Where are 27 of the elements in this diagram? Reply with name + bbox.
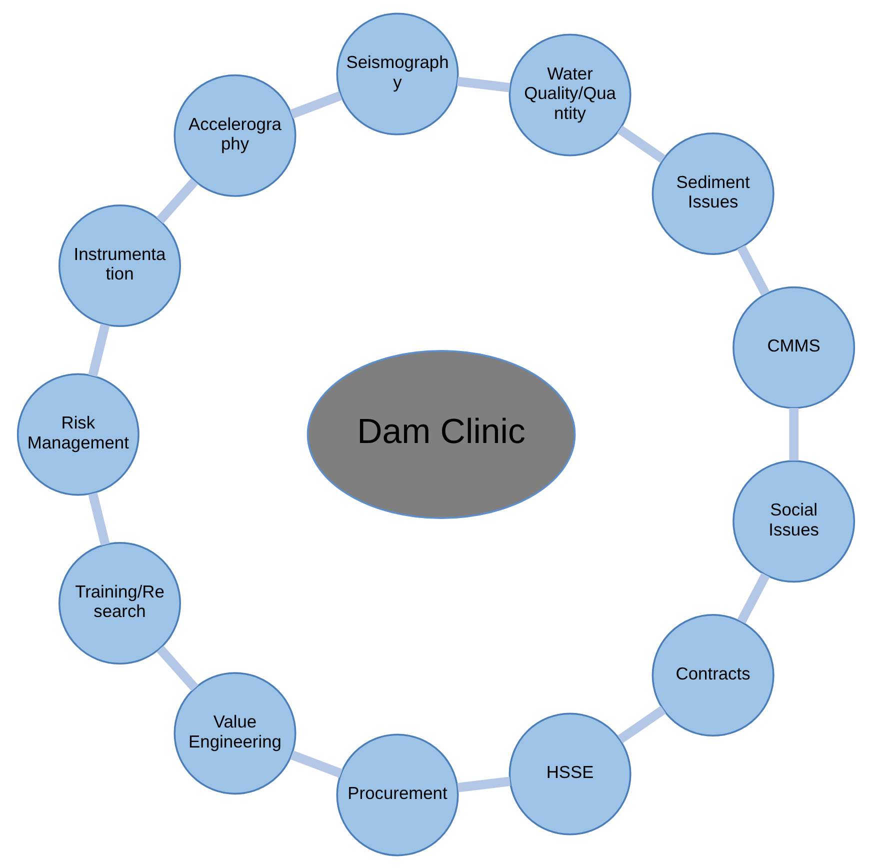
connector bbox=[88, 492, 110, 546]
node-circle: Risk Management bbox=[16, 372, 139, 496]
node-circle: CMMS bbox=[732, 286, 855, 408]
node-circle: Water Quality/Quantity bbox=[508, 33, 631, 156]
connector bbox=[736, 244, 770, 296]
node-circle: Sediment Issues bbox=[651, 132, 774, 254]
connector bbox=[88, 323, 110, 376]
connector bbox=[616, 125, 666, 163]
connector bbox=[788, 408, 798, 460]
connector bbox=[736, 572, 770, 624]
connector bbox=[456, 776, 510, 792]
connector bbox=[156, 645, 198, 691]
node-circle: Training/Research bbox=[58, 541, 181, 664]
node-circle: Contracts bbox=[651, 614, 774, 736]
node-circle: HSSE bbox=[508, 712, 631, 835]
node-circle: Seismography bbox=[336, 12, 458, 135]
connector bbox=[616, 705, 666, 743]
connector bbox=[156, 178, 198, 224]
node-circle: Instrumentation bbox=[58, 204, 181, 327]
connector bbox=[456, 76, 510, 92]
node-circle: Value Engineering bbox=[173, 672, 296, 794]
node-ellipse: Dam Clinic bbox=[306, 350, 576, 518]
connector bbox=[289, 90, 342, 118]
node-circle: Social Issues bbox=[732, 460, 855, 582]
connector bbox=[290, 750, 342, 778]
node-circle: Accelerography bbox=[173, 74, 296, 196]
node-circle: Procurement bbox=[336, 733, 458, 856]
